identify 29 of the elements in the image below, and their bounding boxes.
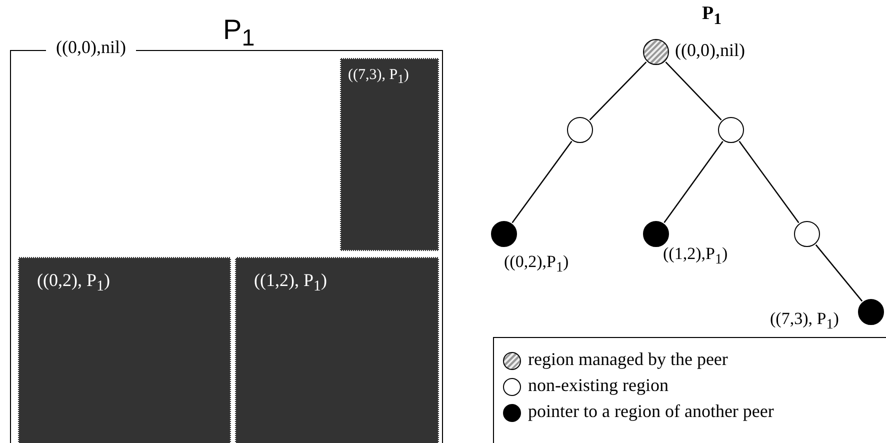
node-caption: ((0,2),P$_{1}$) [504,253,569,276]
open-circle-node [567,117,593,143]
legend-text: non-existing region [528,376,668,396]
region-block [235,257,439,443]
region-label: ((0,0),nil) [46,38,136,58]
open-circle-node [794,221,820,247]
node-caption: ((1,2),P$_{1}$) [663,245,728,268]
tree-edge [664,140,724,224]
tree-edge [665,62,722,120]
tree-edge [589,62,647,120]
tree-edge [815,244,863,302]
hatched-circle-node [643,39,669,65]
node-caption: ((0,0),nil) [675,41,745,61]
frame-title: P$_{1}$ [223,15,255,52]
node-caption: P$_{1}$ [702,4,722,28]
filled-circle-node [858,299,884,325]
region-label: ((0,2), P$_{1}$) [37,271,110,296]
tree-edge [738,140,800,224]
legend-text: pointer to a region of another peer [528,402,774,422]
filled-circle-node [643,221,669,247]
filled-circle-node [491,221,517,247]
tree-edge [512,140,572,224]
region-label: ((7,3), P$_{1}$) [348,67,409,87]
region-block [18,257,231,443]
node-caption: ((7,3), P$_{1}$) [770,310,839,333]
region-block [340,58,439,251]
region-label: ((1,2), P$_{1}$) [254,271,327,296]
open-circle-node [718,117,744,143]
legend-text: region managed by the peer [528,350,728,370]
